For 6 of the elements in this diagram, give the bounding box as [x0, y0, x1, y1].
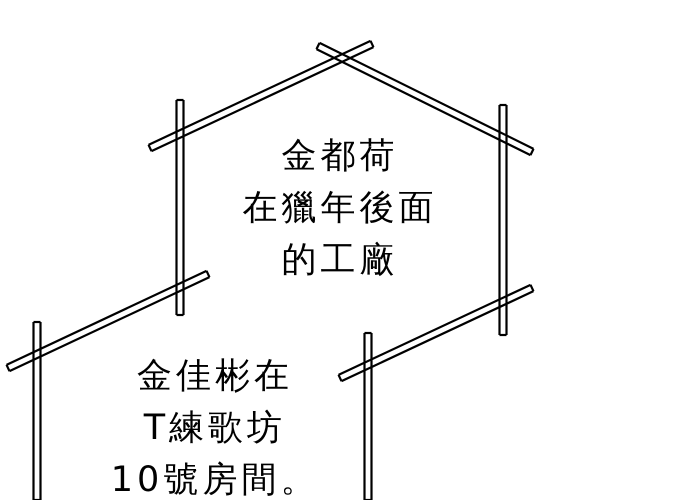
text-line: 在獵年後面: [242, 187, 438, 230]
text-line: 金都荷: [282, 135, 398, 178]
text-line: 10號房間。: [110, 459, 320, 500]
text-line: T練歌坊: [144, 407, 286, 450]
text-line: 的工廠: [282, 239, 398, 282]
text-line: 金佳彬在: [137, 355, 293, 398]
